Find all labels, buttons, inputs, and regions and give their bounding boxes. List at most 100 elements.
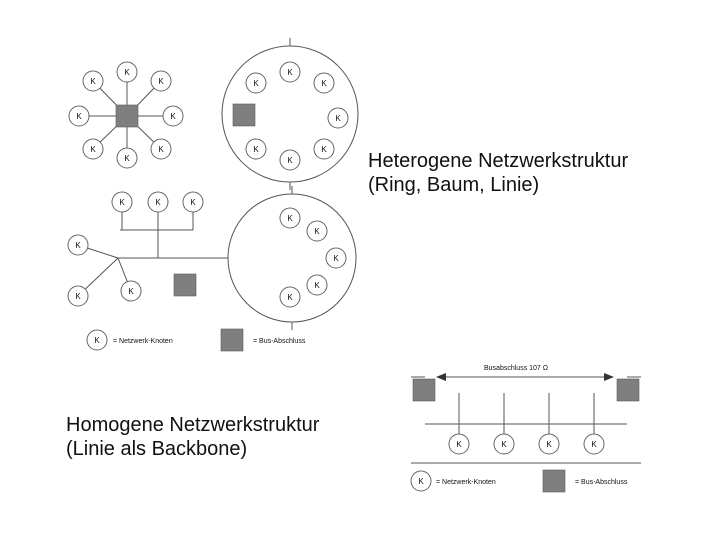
node-label: K xyxy=(287,293,293,302)
node-label: K xyxy=(170,112,176,121)
tree-node: K xyxy=(111,191,133,213)
node-label: K xyxy=(287,214,293,223)
ring-node: K xyxy=(279,149,301,171)
node-label: K xyxy=(335,114,341,123)
node-circle xyxy=(538,433,560,455)
node-circle xyxy=(68,105,90,127)
node-label: K xyxy=(76,112,82,121)
node-label: K xyxy=(321,79,327,88)
ring-node: K xyxy=(279,286,301,308)
bus-node: K xyxy=(448,433,470,455)
node-circle xyxy=(162,105,184,127)
bus-node: K xyxy=(493,433,515,455)
node-label: K xyxy=(314,281,320,290)
node-label: K xyxy=(94,336,100,345)
node-circle xyxy=(67,234,89,256)
node-circle xyxy=(313,138,335,160)
ring-node: K xyxy=(313,72,335,94)
caption-heterogeneous: Heterogene Netzwerkstruktur (Ring, Baum,… xyxy=(368,149,628,197)
bus-label-text: Busabschluss 107 Ω xyxy=(484,365,548,372)
node-circle xyxy=(82,70,104,92)
bus-node: K xyxy=(538,433,560,455)
tree-terminator xyxy=(173,273,197,297)
tree-node: K xyxy=(67,285,89,307)
bus-node: K xyxy=(583,433,605,455)
node-circle xyxy=(116,147,138,169)
node-label: K xyxy=(158,77,164,86)
node-label: K xyxy=(418,477,424,486)
star-node: K xyxy=(116,61,138,83)
node-label: K xyxy=(287,68,293,77)
diagram-marks: K K K K K K K K K K K K K K K K K K K K K K K K K K K = Netzwerk-Kn… xyxy=(67,61,640,493)
node-label: K xyxy=(287,156,293,165)
star-node: K xyxy=(150,138,172,160)
bus-terminator-left xyxy=(412,378,436,402)
ring-node: K xyxy=(279,207,301,229)
legend-node-sample: K xyxy=(86,329,108,351)
tree-node: K xyxy=(120,280,142,302)
node-circle xyxy=(306,220,328,242)
node-label: K xyxy=(128,287,134,296)
node-label: K xyxy=(190,198,196,207)
caption-heterogeneous-line1: Heterogene Netzwerkstruktur xyxy=(368,150,629,172)
node-label: K xyxy=(75,241,81,250)
node-circle xyxy=(313,72,335,94)
node-circle xyxy=(245,138,267,160)
node-circle xyxy=(111,191,133,213)
node-circle xyxy=(150,70,172,92)
node-circle xyxy=(325,247,347,269)
bus-terminator-right xyxy=(616,378,640,402)
node-circle xyxy=(67,285,89,307)
connection-lines xyxy=(77,38,641,464)
ring-node: K xyxy=(245,72,267,94)
node-label: K xyxy=(90,77,96,86)
caption-homogeneous-line2: (Linie als Backbone) xyxy=(66,438,248,460)
node-circle xyxy=(150,138,172,160)
caption-heterogeneous-line2: (Ring, Baum, Linie) xyxy=(368,174,540,196)
node-label: K xyxy=(119,198,125,207)
legend-terminator-sample xyxy=(220,328,244,352)
ring-node: K xyxy=(306,220,328,242)
ring-terminator xyxy=(232,103,256,127)
legend-node-text: = Netzwerk-Knoten xyxy=(113,338,173,345)
node-circle xyxy=(306,274,328,296)
legend-terminator-sample xyxy=(542,469,566,493)
ring-node: K xyxy=(306,274,328,296)
star-node: K xyxy=(68,105,90,127)
node-circle xyxy=(327,107,349,129)
ring-node: K xyxy=(245,138,267,160)
node-label: K xyxy=(155,198,161,207)
legend-terminator-text: = Bus-Abschluss xyxy=(253,338,306,345)
node-circle xyxy=(182,191,204,213)
arrow-right xyxy=(604,373,614,381)
caption-homogeneous-line1: Homogene Netzwerkstruktur xyxy=(66,414,320,436)
node-label: K xyxy=(124,68,130,77)
ring-node: K xyxy=(325,247,347,269)
star-node: K xyxy=(150,70,172,92)
node-circle xyxy=(279,286,301,308)
node-label: K xyxy=(314,227,320,236)
star-hub-terminator xyxy=(115,104,139,128)
node-label: K xyxy=(501,440,507,449)
star-node: K xyxy=(82,138,104,160)
ring-node: K xyxy=(313,138,335,160)
node-circle xyxy=(279,149,301,171)
node-circle xyxy=(116,61,138,83)
node-circle xyxy=(493,433,515,455)
legend-node-sample: K xyxy=(410,470,432,492)
node-label: K xyxy=(253,145,259,154)
node-label: K xyxy=(591,440,597,449)
node-label: K xyxy=(456,440,462,449)
legend-terminator-text: = Bus-Abschluss xyxy=(575,479,628,486)
star-node: K xyxy=(82,70,104,92)
star-node: K xyxy=(116,147,138,169)
node-circle xyxy=(245,72,267,94)
node-label: K xyxy=(333,254,339,263)
tree-node: K xyxy=(67,234,89,256)
node-circle xyxy=(279,207,301,229)
node-label: K xyxy=(124,154,130,163)
node-circle xyxy=(410,470,432,492)
star-node: K xyxy=(162,105,184,127)
